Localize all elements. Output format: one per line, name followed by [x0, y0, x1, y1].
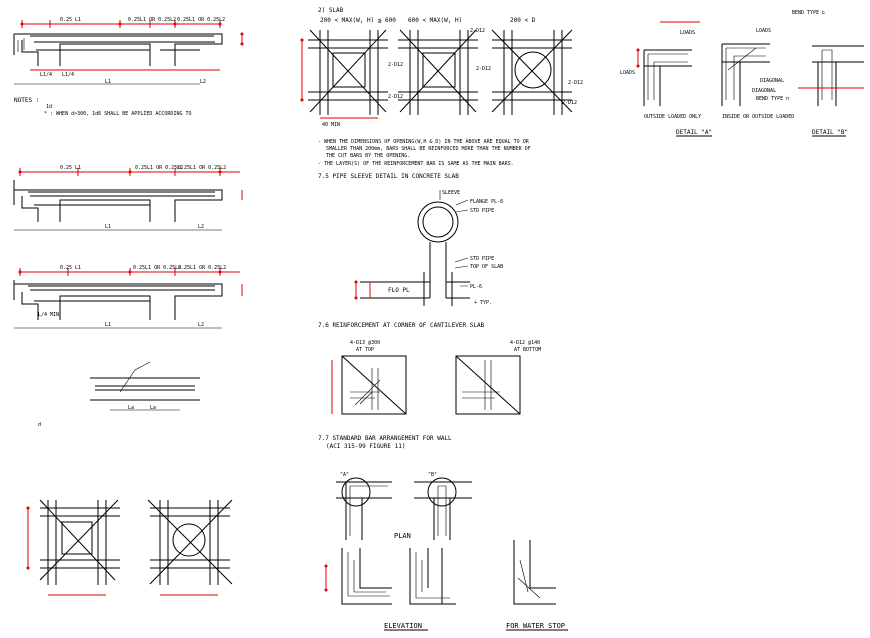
wall-subtitle: (ACI 315-99 FIGURE 11) — [326, 443, 405, 450]
wall-plan-label: PLAN — [394, 532, 411, 540]
detail-inside-outside-loaded: LOADS DIAGONAL DIAGONAL BEND TYPE ⊓ INSI… — [721, 28, 794, 120]
cantilever-title: 7.6 REINFORCEMENT AT CORNER OF CANTILEVE… — [318, 322, 485, 329]
beam2-dim-a: 0.25 L1 — [60, 165, 81, 171]
detail-a-title: DETAIL "A" — [676, 129, 712, 136]
lap-mark-a: La — [128, 405, 134, 411]
pipe-pl6-label: PL-6 — [470, 284, 482, 290]
beam1-dim-a: 0.25 L1 — [60, 17, 81, 23]
side-mark: d — [38, 422, 41, 428]
beam-detail-1: 0.25 L1 0.25L1 OR 0.25L2 0.25L1 OR 0.25L… — [13, 17, 243, 85]
loads-label-3: LOADS — [756, 28, 771, 34]
beam3-span2: L2 — [198, 322, 204, 328]
pipe-sleeve-label: SLEEVE — [442, 190, 460, 196]
beam1-span1: L1 — [105, 79, 111, 85]
loads-label-1: LOADS — [680, 30, 695, 36]
beam1-bot-left: L1/4 — [40, 72, 52, 78]
beam3-span1: L1 — [105, 322, 111, 328]
pipe-top-slab-label: TOP OF SLAB — [470, 264, 503, 270]
wall-mark-a: "A" — [340, 472, 349, 478]
wall-elevation: ELEVATION FOR WATER STOP — [325, 540, 568, 631]
loads-label-2: LOADS — [620, 70, 635, 76]
lap-splice-detail: La La — [90, 361, 200, 411]
beam1-dim-c: 0.25L1 OR 0.25L2 — [177, 17, 225, 23]
beam2-dim-c: 0.25L1 OR 0.25L2 — [178, 165, 226, 171]
diagonal-label-2: DIAGONAL — [752, 88, 776, 94]
pipe-std-label-2: STD PIPE — [470, 256, 494, 262]
slab-note-3: THE CUT BARS BY THE OPENING. — [326, 153, 410, 159]
pipe-sleeve-detail: SLEEVE FLANGE PL-6 STD PIPE STD PIPE TOP… — [355, 190, 503, 306]
lap-mark-b: La — [150, 405, 156, 411]
detail-caption-2: INSIDE OR OUTSIDE LOADED — [722, 114, 794, 120]
beam1-bot-right: L1/4 — [62, 72, 74, 78]
slab-opening-1: 40 MIN — [301, 29, 388, 128]
beam1-span2: L2 — [200, 79, 206, 85]
detail-caption-1: OUTSIDE LOADED ONLY — [644, 114, 701, 120]
cantilever-bot-b: AT BOTTOM — [514, 347, 541, 353]
beam3-end-label: L/4 MIN — [38, 312, 59, 318]
slab-dim-1: 40 MIN — [322, 122, 340, 128]
pipe-std-label: STD PIPE — [470, 208, 494, 214]
slab-bar-4: 2-D12 — [476, 66, 491, 72]
beam-detail-3: 0.25 L1 0.25L1 OR 0.25L2 0.25L1 OR 0.25L… — [13, 265, 243, 329]
bend-type-1: BEND TYPE ⊏ — [792, 10, 825, 16]
detail-b-column: BEND TYPE ⊏ — [792, 10, 864, 106]
bend-type-2: BEND TYPE ⊓ — [756, 96, 789, 102]
detail-outside-loaded: LOADS LOADS OUTSIDE LOADED ONLY — [620, 21, 701, 120]
beam1-dim-b: 0.25L1 OR 0.25L2 — [128, 17, 176, 23]
round-opening-detail — [147, 499, 233, 596]
beam2-span1: L1 — [105, 224, 111, 230]
notes-mark: 1d — [46, 104, 52, 110]
pipe-title: 7.5 PIPE SLEEVE DETAIL IN CONCRETE SLAB — [318, 173, 459, 180]
slab-bar-2: 2-D12 — [388, 94, 403, 100]
pipe-flo-pl-label: FLO PL — [388, 287, 410, 294]
slab-bar-6: 2-D12 — [562, 100, 577, 106]
slab-bar-3: 2-D12 — [470, 28, 485, 34]
slab-opening-2 — [398, 29, 478, 115]
beam2-span2: L2 — [198, 224, 204, 230]
slab-case-3: 200 < D — [510, 17, 536, 24]
beam-detail-2: 0.25 L1 0.25L1 OR 0.25L2 0.25L1 OR 0.25L… — [13, 165, 243, 231]
detail-b-title: DETAIL "B" — [812, 129, 848, 136]
beam3-dim-a: 0.25 L1 — [60, 265, 81, 271]
wall-plan: "A" "B" PLAN — [336, 472, 472, 540]
pipe-flange-label: FLANGE PL-6 — [470, 199, 503, 205]
beam3-dim-b: 0.25L1 OR 0.25L2 — [133, 265, 181, 271]
slab-note-1: - WHEN THE DIMENSIONS OF OPENING(W,H & D… — [318, 139, 530, 145]
slab-case-1: 200 < MAX(W, H) ≦ 600 — [320, 17, 396, 24]
wall-mark-b: "B" — [428, 472, 437, 478]
beam2-dim-b: 0.25L1 OR 0.25L2 — [135, 165, 183, 171]
slab-note-2: SMALLER THAN 200mm, BARS SHALL BE REINFO… — [326, 146, 531, 152]
cantilever-top-a: 4-D13 @300 — [350, 340, 380, 346]
note-1: * : WHEN d>300, 1d6 SHALL BE APPLIED ACC… — [44, 111, 192, 117]
slab-case-2: 600 < MAX(W, H) — [408, 17, 462, 24]
cantilever-top-b: AT TOP — [356, 347, 374, 353]
slab-bar-5: 2-D12 — [568, 80, 583, 86]
square-opening-detail — [27, 499, 120, 596]
wall-title: 7.7 STANDARD BAR ARRANGEMENT FOR WALL — [318, 435, 452, 442]
notes-title: NOTES : — [14, 97, 39, 104]
slab-note-4: - THE LAYER(S) OF THE REINFORCEMENT BAR … — [318, 161, 514, 167]
pipe-tolerance-label: + TYP. — [474, 300, 492, 306]
slab-bar-1: 2-D12 — [388, 62, 403, 68]
slab-opening-3 — [491, 29, 573, 115]
dimension-markers — [18, 22, 640, 592]
beam3-dim-c: 0.25L1 OR 0.25L2 — [178, 265, 226, 271]
wall-water-stop-label: FOR WATER STOP — [506, 622, 565, 630]
wall-elevation-label: ELEVATION — [384, 622, 422, 630]
slab-title: 2) SLAB — [318, 7, 344, 14]
cantilever-top-detail: 4-D13 @300 AT TOP — [331, 340, 407, 415]
cantilever-bottom-detail: 4-D12 @140 AT BOTTOM — [455, 340, 541, 415]
cantilever-bot-a: 4-D12 @140 — [510, 340, 540, 346]
diagonal-label-1: DIAGONAL — [760, 78, 784, 84]
